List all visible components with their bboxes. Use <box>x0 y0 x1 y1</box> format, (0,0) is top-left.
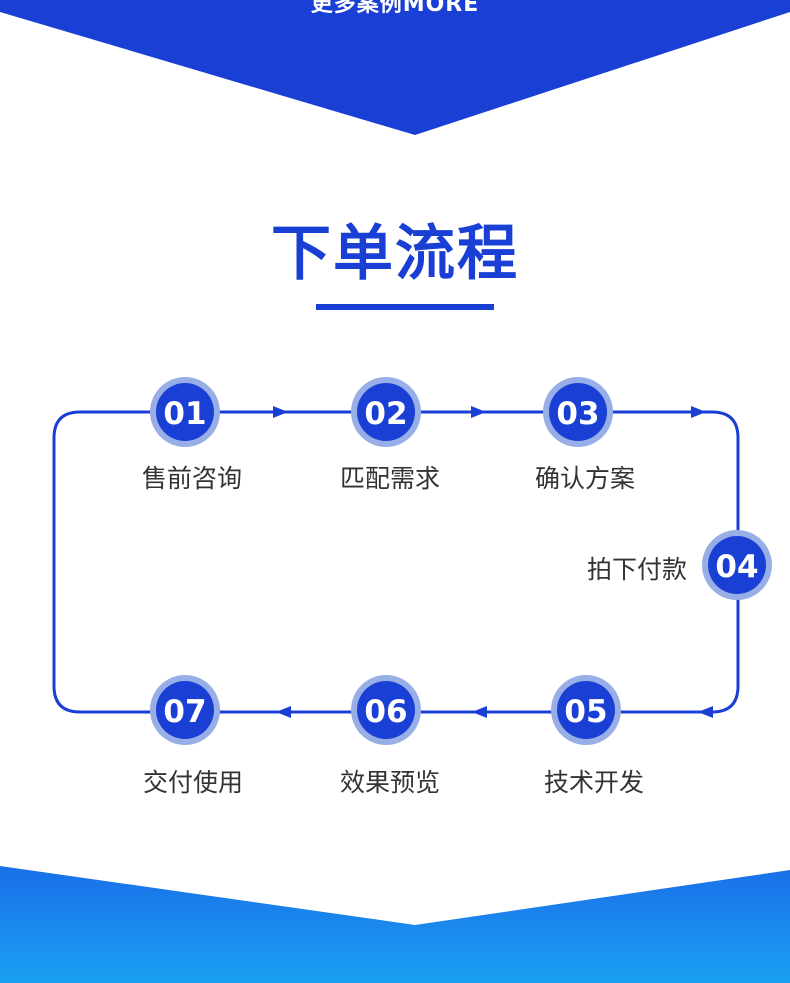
arrow-left-icon <box>698 706 713 718</box>
step-07: 07 交付使用 <box>143 675 243 797</box>
step-06: 06 效果预览 <box>340 675 440 797</box>
step-label: 确认方案 <box>535 464 635 493</box>
step-node <box>156 681 214 739</box>
top-banner-shape <box>0 0 790 135</box>
arrow-left-icon <box>276 706 291 718</box>
step-node <box>156 383 214 441</box>
top-banner <box>0 0 790 135</box>
arrow-right-icon <box>471 406 486 418</box>
step-number: 02 <box>364 396 407 432</box>
step-number: 04 <box>715 549 758 585</box>
step-02: 02 匹配需求 <box>340 377 440 493</box>
step-node <box>357 681 415 739</box>
page-title: 下单流程 <box>271 219 519 289</box>
step-number: 07 <box>163 694 206 730</box>
top-cut-text: 更多案例MORE <box>310 0 480 17</box>
step-number: 03 <box>556 396 599 432</box>
footer-banner <box>0 866 790 983</box>
step-number: 06 <box>364 694 407 730</box>
step-number: 05 <box>564 694 607 730</box>
step-label: 售前咨询 <box>142 464 242 493</box>
step-03: 03 确认方案 <box>535 377 635 493</box>
step-number: 01 <box>163 396 206 432</box>
step-node <box>557 681 615 739</box>
step-label: 技术开发 <box>544 768 644 797</box>
step-label: 匹配需求 <box>340 464 440 493</box>
step-01: 01 售前咨询 <box>142 377 242 493</box>
step-05: 05 技术开发 <box>544 675 644 797</box>
step-label: 拍下付款 <box>587 555 687 584</box>
arrow-right-icon <box>273 406 288 418</box>
step-node <box>549 383 607 441</box>
step-label: 效果预览 <box>340 768 440 797</box>
step-node <box>357 383 415 441</box>
arrow-left-icon <box>472 706 487 718</box>
step-04: 04 拍下付款 <box>587 530 772 600</box>
arrow-right-icon <box>691 406 706 418</box>
title-underline <box>316 304 494 310</box>
step-label: 交付使用 <box>143 768 243 797</box>
step-node <box>708 536 766 594</box>
